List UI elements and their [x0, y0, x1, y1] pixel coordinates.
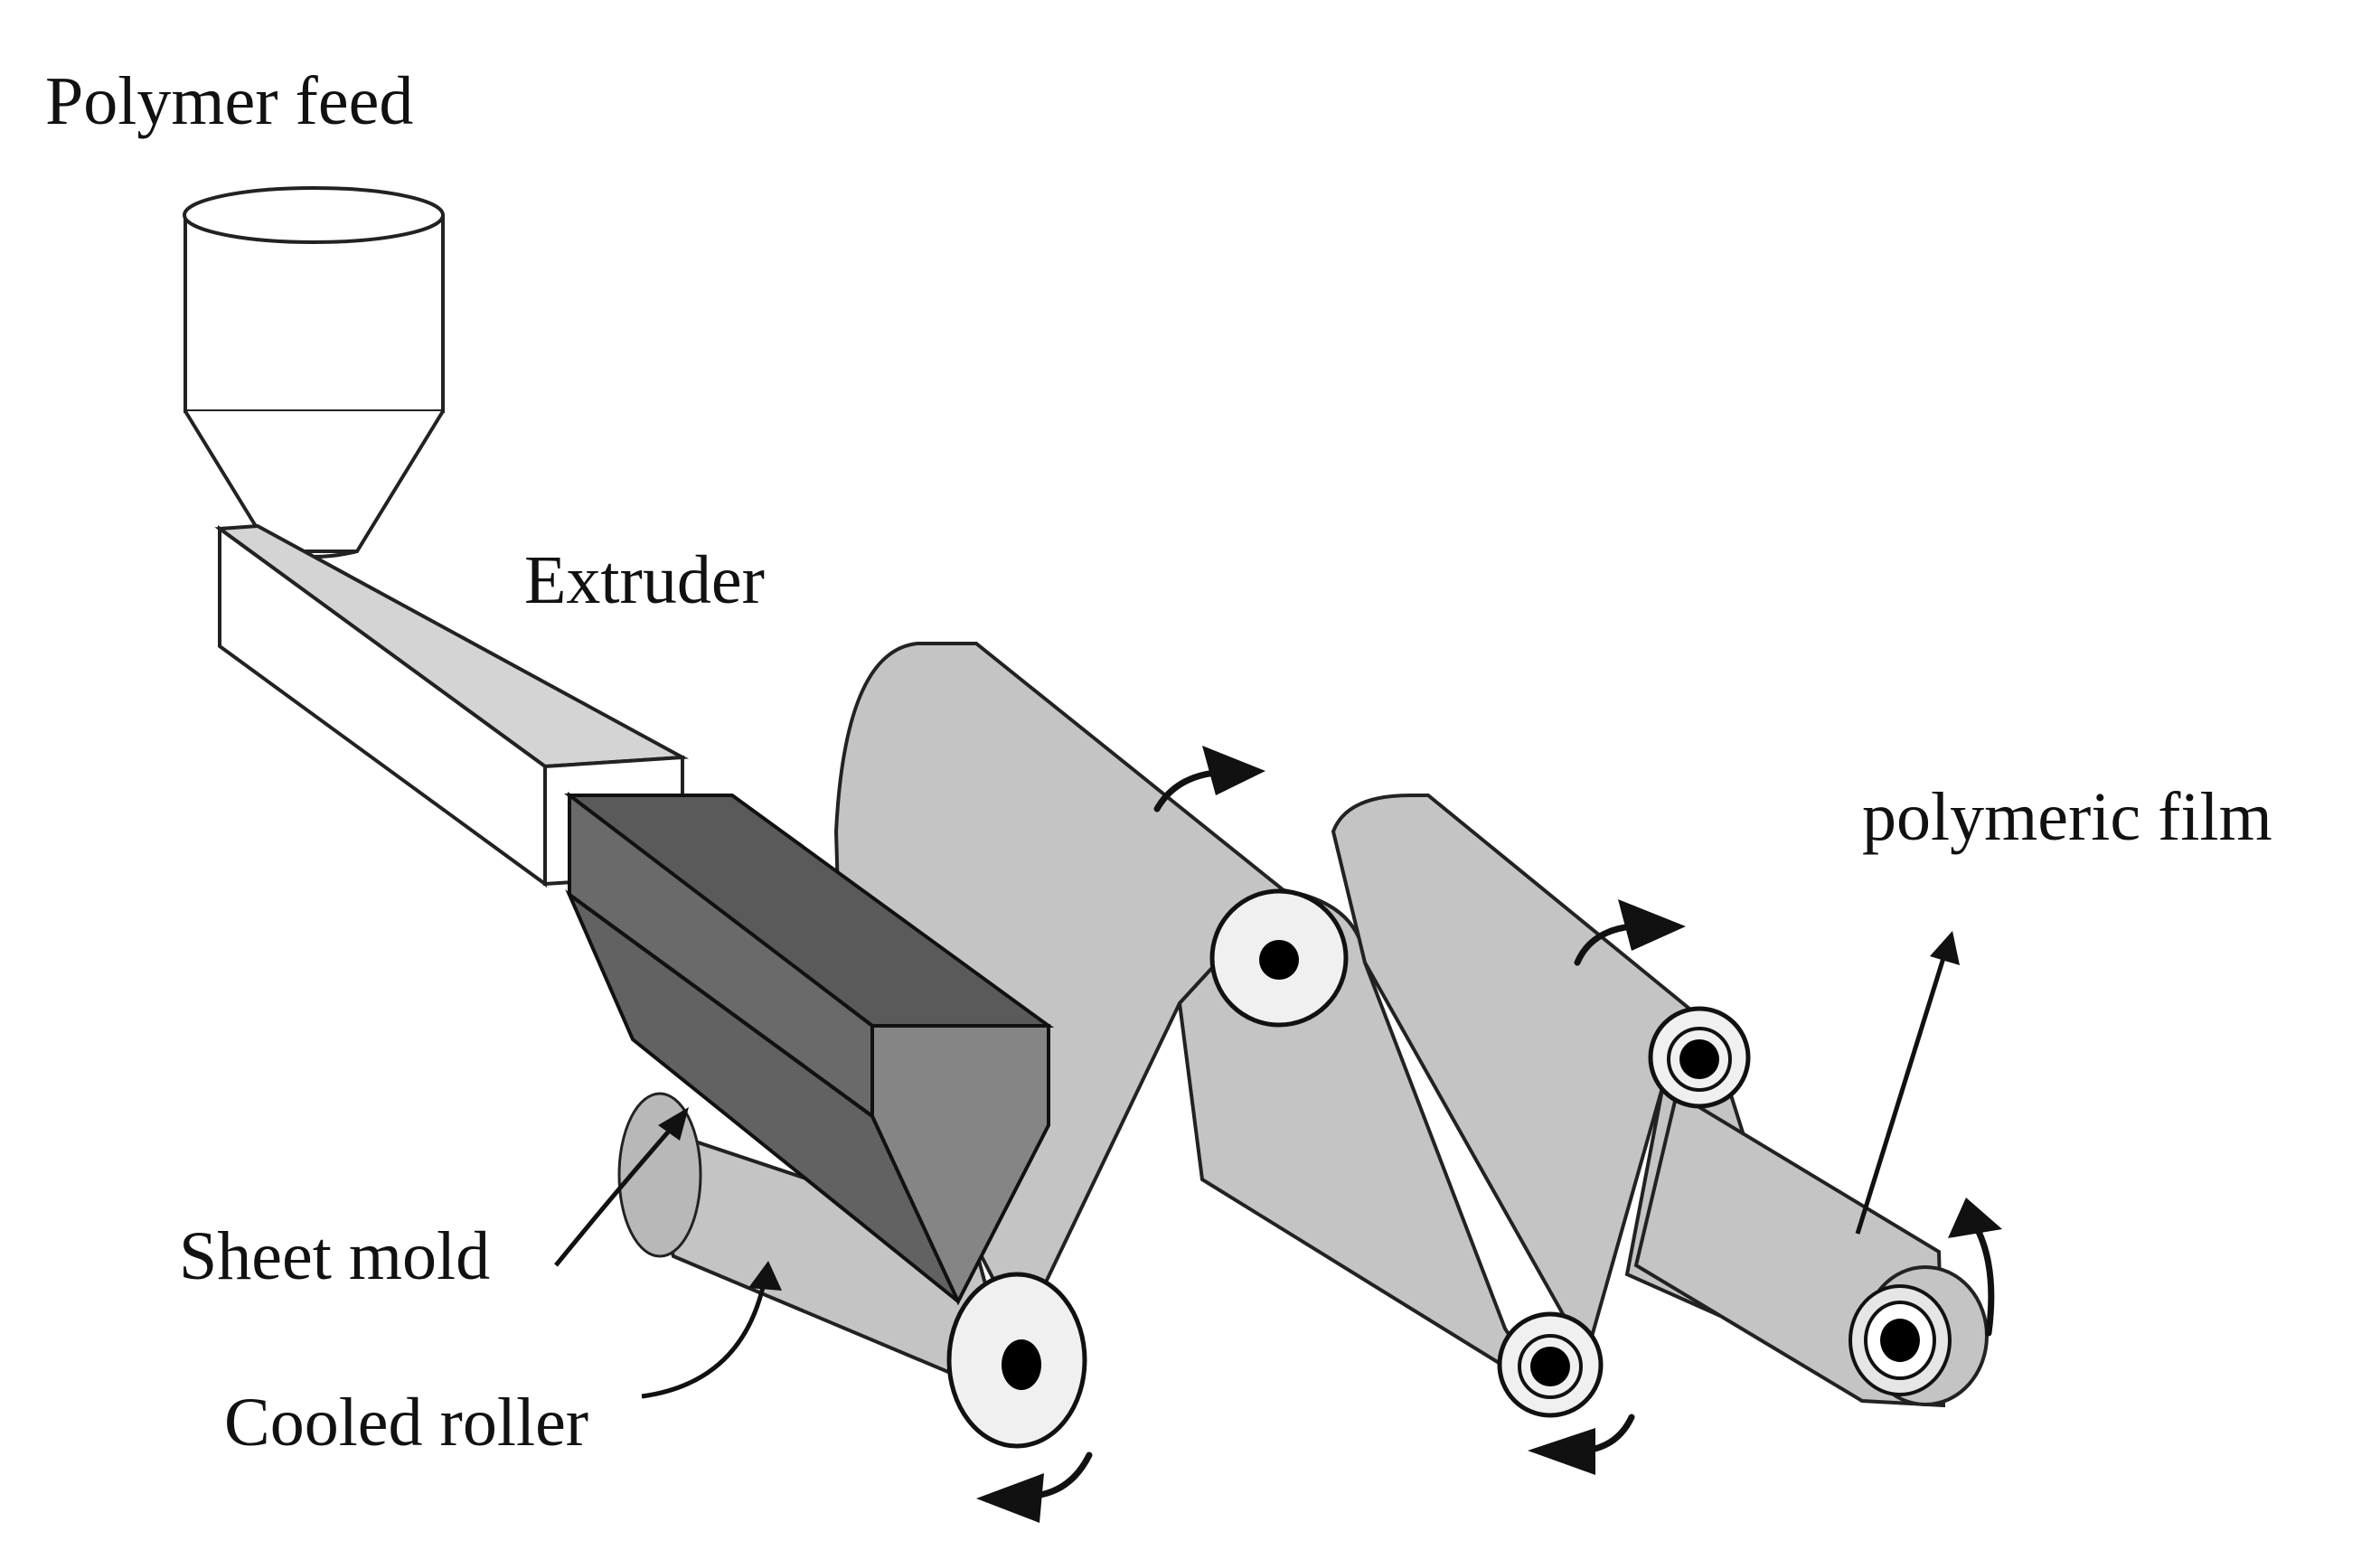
rotation-arrows: [976, 746, 2002, 1523]
label-extruder: Extruder: [524, 542, 765, 618]
label-polymer-feed: Polymer feed: [45, 63, 414, 139]
callout-arrows: [554, 931, 1960, 1399]
hopper: [183, 186, 445, 559]
roller-4: [1648, 1006, 1751, 1109]
wound-film-roll-hub: [1848, 1284, 1952, 1396]
roller-2: [1209, 888, 1349, 1028]
rotation-arrow-final-roll-icon: [1971, 1221, 1995, 1337]
roller-3: [1497, 1311, 1604, 1418]
roller-1: [946, 1272, 1087, 1449]
label-cooled-roller: Cooled roller: [224, 1385, 589, 1461]
rotation-arrow-roller-4-icon: [1574, 923, 1635, 966]
label-sheet-mold: Sheet mold: [179, 1218, 491, 1294]
rotation-arrowhead-roller-1: [976, 1473, 1044, 1523]
label-polymeric-film: polymeric film: [1862, 779, 2272, 855]
rotation-arrow-roller-2-icon: [1153, 769, 1219, 813]
cooled-roller: [617, 1092, 1020, 1404]
rotation-arrowhead-roller-3: [1528, 1428, 1595, 1475]
polymeric-film-arrow-icon: [1855, 957, 1946, 1235]
rotation-arrowhead-roller-2: [1202, 746, 1265, 795]
sheet-mold: [564, 791, 1055, 1306]
cooled-roller-leader-icon: [641, 1282, 767, 1399]
sheet-mold-leader-icon: [554, 1119, 680, 1267]
rotation-arrowhead-roller-4: [1618, 899, 1686, 951]
rotation-arrowhead-final-roll: [1948, 1198, 2002, 1238]
